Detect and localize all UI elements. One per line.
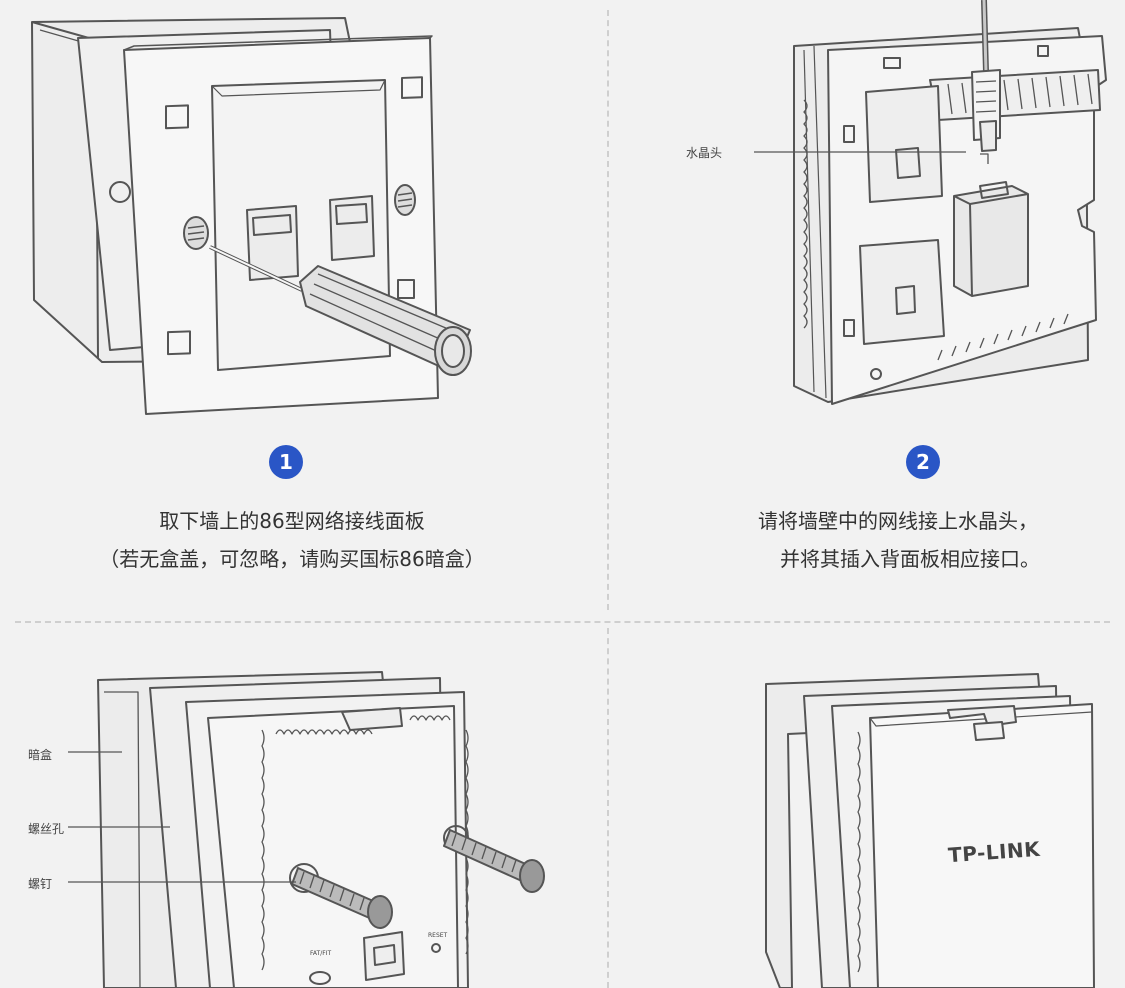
step-1-panel: 1 取下墙上的86型网络接线面板 （若无盒盖，可忽略，请购买国标86暗盒） <box>0 0 608 622</box>
step-3-illustration <box>68 671 545 988</box>
screw-callout: 螺钉 <box>28 877 53 891</box>
screw-hole-callout: 螺丝孔 <box>28 822 65 836</box>
fat-fit-label: FAT/FIT <box>310 950 332 957</box>
divider-vertical-bottom <box>607 628 609 988</box>
connector-callout: 水晶头 <box>686 146 723 160</box>
step-2-illustration <box>754 0 1107 405</box>
divider-horizontal <box>15 621 1110 623</box>
reset-label: RESET <box>428 932 448 939</box>
step-1-caption-line1: 取下墙上的86型网络接线面板 <box>159 509 425 533</box>
step-3-panel: 暗盒 螺丝孔 螺钉 FAT/FIT RESET <box>0 622 608 988</box>
step-1-caption-line2: （若无盒盖，可忽略，请购买国标86暗盒） <box>99 547 485 571</box>
step-1-badge: 1 <box>269 445 303 479</box>
step-2-badge: 2 <box>906 445 940 479</box>
step-1-illustration <box>31 17 472 415</box>
box-callout: 暗盒 <box>28 748 53 762</box>
step-2-panel: 水晶头 2 请将墙壁中的网线接上水晶头， 并将其插入背面板相应接口。 <box>608 0 1125 622</box>
step-4-illustration <box>765 673 1095 988</box>
divider-vertical-top <box>607 10 609 610</box>
step-2-caption-line1: 请将墙壁中的网线接上水晶头， <box>758 509 1038 533</box>
step-2-caption-line2: 并将其插入背面板相应接口。 <box>780 547 1040 571</box>
step-4-panel: TP-LINK <box>608 622 1125 988</box>
